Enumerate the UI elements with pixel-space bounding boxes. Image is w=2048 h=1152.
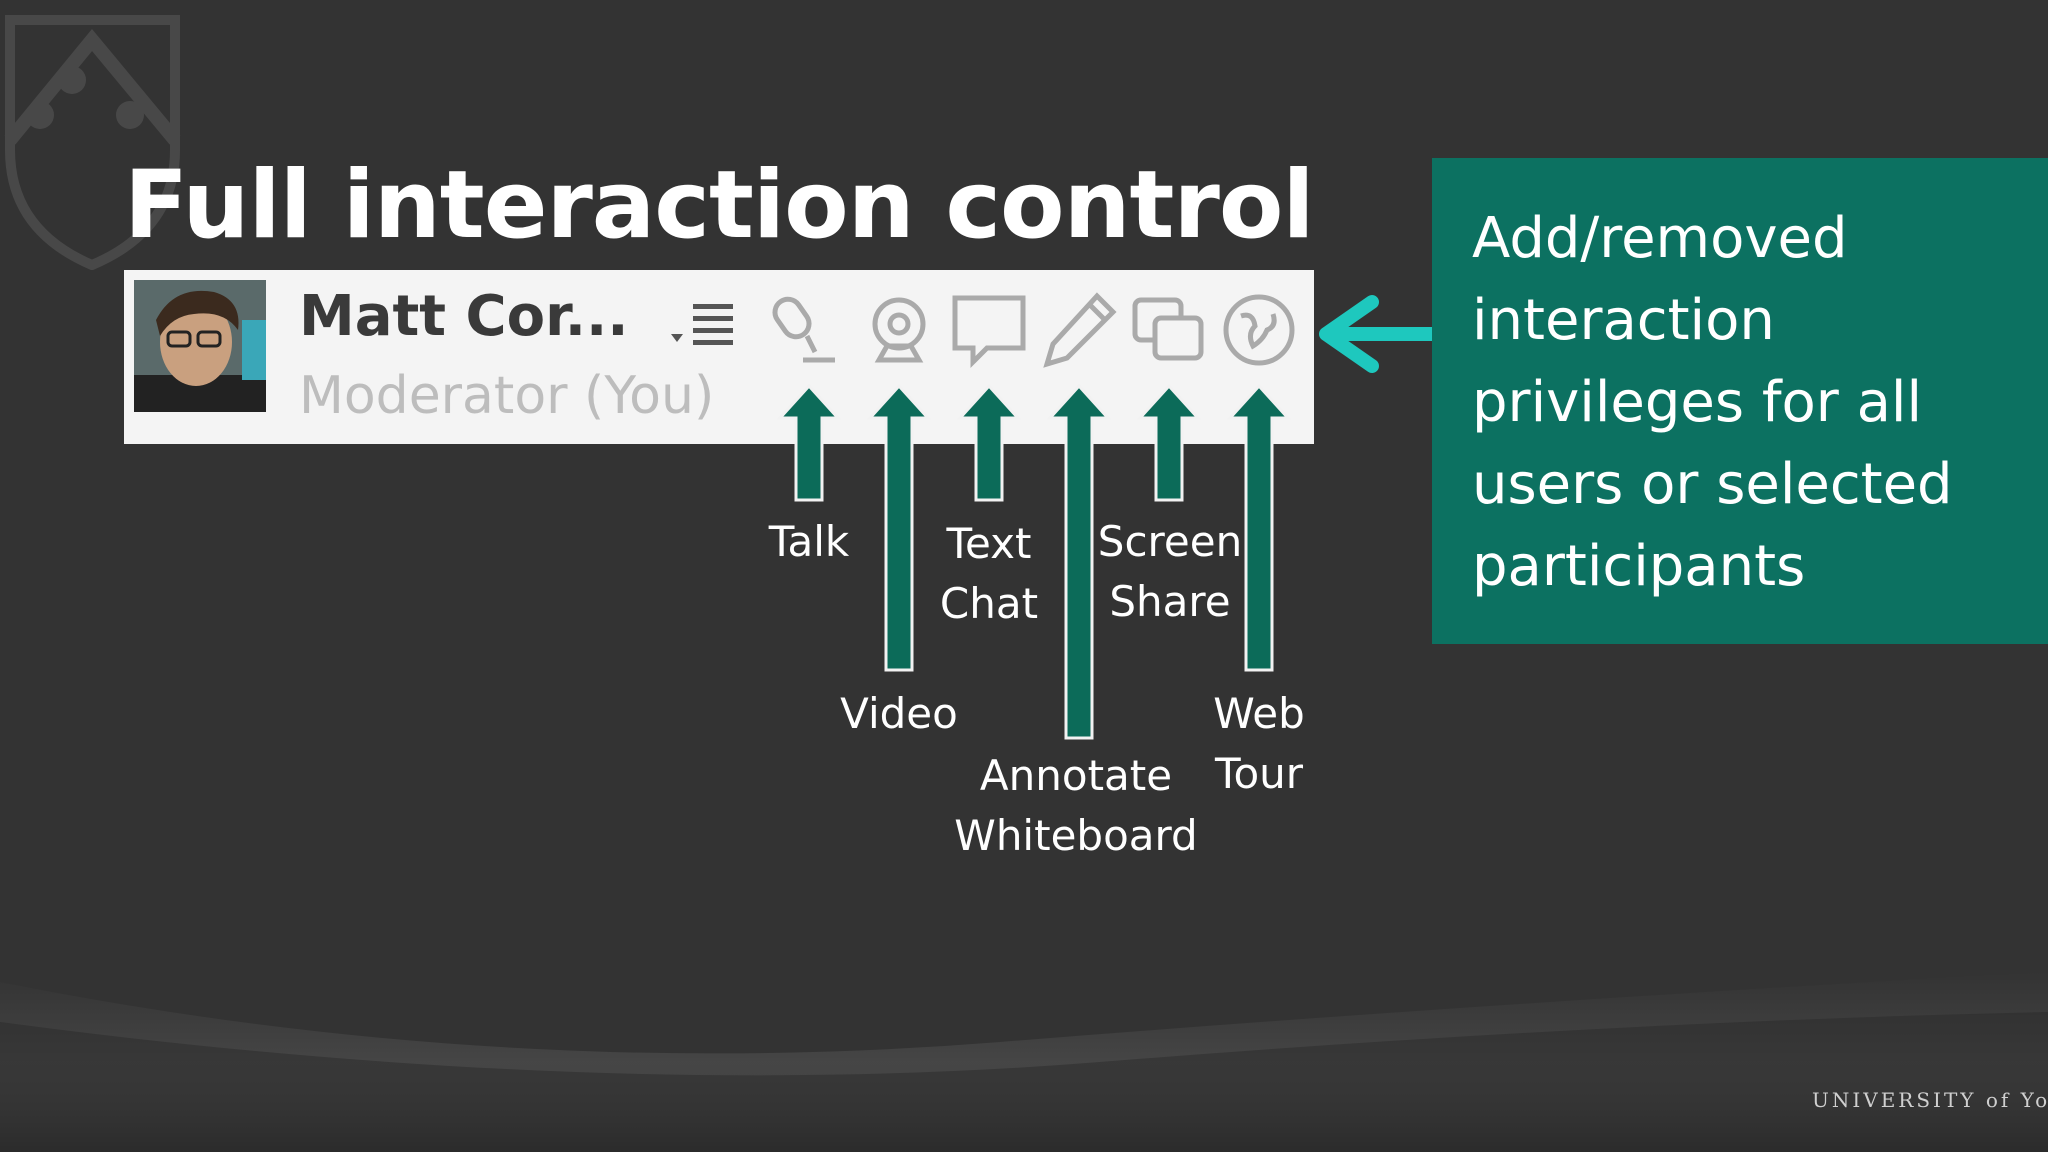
label-screen-share-line2: Share [1109,577,1231,626]
webcam-icon[interactable] [859,290,939,370]
bottom-wave [0,972,2048,1152]
chat-icon[interactable] [949,290,1029,370]
university-logo: UNIVERSITY of York [1812,1088,2048,1112]
callout-text: Add/removed interaction privileges for a… [1472,206,1953,599]
slide-title: Full interaction control [124,150,1315,260]
label-screen-share: Screen Share [1098,512,1242,632]
label-talk-text: Talk [768,517,850,566]
label-text-chat-line2: Chat [939,579,1039,628]
globe-icon[interactable] [1219,290,1299,370]
label-web-tour-line1: Web [1213,689,1305,738]
arrow-video [866,383,932,672]
label-video: Video [840,684,958,744]
callout-pointer-arrow [1319,295,1439,373]
label-talk: Talk [769,512,849,572]
participant-row[interactable]: Matt Cor... Moderator (You) [124,270,1314,444]
label-text-chat-line1: Text [946,519,1032,568]
participant-role: Moderator (You) [299,366,715,426]
label-annotate-line2: Whiteboard [954,811,1198,860]
microphone-icon[interactable] [769,290,849,370]
callout-box: Add/removed interaction privileges for a… [1432,158,2048,644]
arrow-annotate [1046,383,1112,740]
label-video-text: Video [840,689,958,738]
menu-icon[interactable] [669,296,739,356]
arrow-web-tour [1226,383,1292,672]
label-screen-share-line1: Screen [1097,517,1243,566]
label-web-tour: Web Tour [1213,684,1305,804]
pencil-icon[interactable] [1039,290,1119,370]
label-annotate-whiteboard: Annotate Whiteboard [954,746,1197,866]
screen-share-icon[interactable] [1129,290,1209,370]
label-annotate-line1: Annotate [979,751,1173,800]
participant-name: Matt Cor... [299,284,629,349]
arrow-screen-share [1136,383,1202,502]
crest-icon [4,15,181,270]
arrow-text-chat [956,383,1022,502]
label-text-chat: Text Chat [940,514,1038,634]
arrow-talk [776,383,842,502]
label-web-tour-line2: Tour [1214,749,1304,798]
avatar [134,280,266,412]
